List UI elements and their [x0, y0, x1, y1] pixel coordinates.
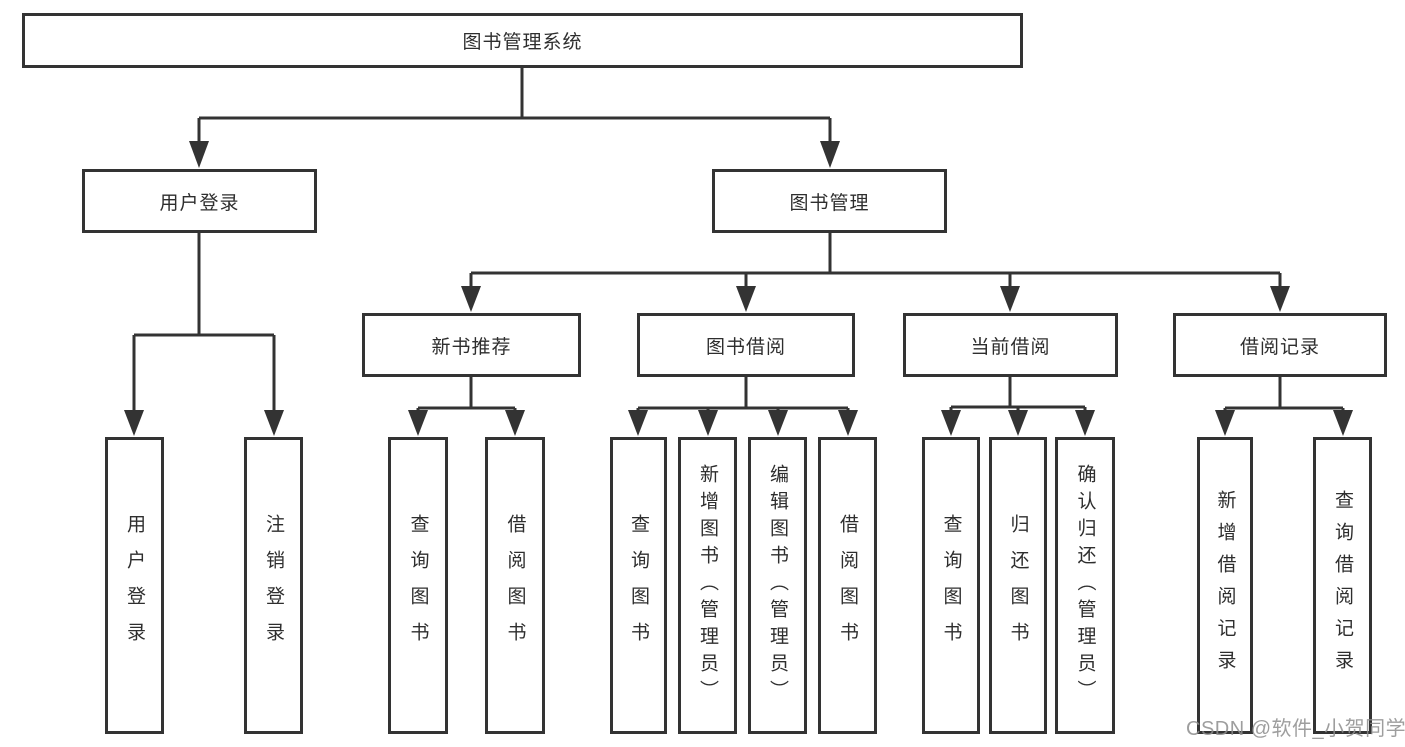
node-new-book-recommend: 新书推荐 — [362, 313, 581, 377]
leaf-add-borrow-record: 新增借阅记录 — [1197, 437, 1253, 734]
leaf-borrow-books: 借阅图书 — [818, 437, 877, 734]
node-book-borrow-label: 图书借阅 — [705, 336, 786, 358]
leaf-user-login: 用户登录 — [105, 437, 164, 734]
leaf-query-books-recommend: 查询图书 — [388, 437, 448, 734]
leaf-return-books: 归还图书 — [989, 437, 1047, 734]
leaf-user-login-label: 用户登录 — [124, 513, 145, 658]
leaf-borrow-books-recommend-label: 借阅图书 — [504, 513, 526, 658]
node-book-borrow: 图书借阅 — [637, 313, 855, 377]
node-user-login: 用户登录 — [82, 169, 317, 233]
connector-borrow-record-children — [1223, 377, 1345, 414]
node-user-login-label: 用户登录 — [159, 192, 240, 214]
connector-user-login-children — [132, 233, 276, 414]
node-borrow-records: 借阅记录 — [1173, 313, 1387, 377]
node-borrow-records-label: 借阅记录 — [1239, 336, 1320, 358]
leaf-confirm-return-admin: 确认归还（管理员） — [1055, 437, 1115, 734]
node-current-borrow-label: 当前借阅 — [970, 336, 1051, 358]
leaf-borrow-books-recommend: 借阅图书 — [485, 437, 545, 734]
leaf-confirm-return-admin-label: 确认归还（管理员） — [1074, 464, 1096, 707]
leaf-query-books-current-label: 查询图书 — [940, 513, 962, 658]
connector-root-to-level2 — [197, 68, 832, 146]
leaf-query-books-current: 查询图书 — [922, 437, 980, 734]
leaf-borrow-books-label: 借阅图书 — [837, 513, 858, 658]
leaf-logout: 注销登录 — [244, 437, 303, 734]
leaf-query-books-recommend-label: 查询图书 — [407, 513, 429, 658]
leaf-add-borrow-record-label: 新增借阅记录 — [1214, 489, 1236, 682]
node-current-borrow: 当前借阅 — [903, 313, 1118, 377]
leaf-add-book-admin-label: 新增图书（管理员） — [697, 464, 718, 707]
leaf-query-borrow-record: 查询借阅记录 — [1313, 437, 1372, 734]
connector-new-book-children — [416, 377, 517, 414]
node-root: 图书管理系统 — [22, 13, 1023, 68]
node-book-management-label: 图书管理 — [789, 192, 870, 214]
connector-current-borrow-children — [949, 377, 1087, 414]
leaf-add-book-admin: 新增图书（管理员） — [678, 437, 737, 734]
leaf-query-books-borrow-label: 查询图书 — [628, 513, 649, 658]
node-root-label: 图书管理系统 — [462, 32, 583, 53]
node-new-book-recommend-label: 新书推荐 — [431, 336, 512, 358]
watermark: CSDN @软件_小贺同学 — [1186, 718, 1405, 740]
leaf-return-books-label: 归还图书 — [1007, 513, 1029, 658]
connector-book-mgmt-to-level3 — [469, 233, 1282, 291]
leaf-edit-book-admin: 编辑图书（管理员） — [748, 437, 807, 734]
leaf-logout-label: 注销登录 — [263, 513, 284, 658]
leaf-query-borrow-record-label: 查询借阅记录 — [1332, 489, 1353, 682]
node-book-management: 图书管理 — [712, 169, 947, 233]
leaf-edit-book-admin-label: 编辑图书（管理员） — [767, 464, 788, 707]
connector-book-borrow-children — [636, 377, 850, 414]
arrowheads — [124, 141, 1353, 436]
leaf-query-books-borrow: 查询图书 — [610, 437, 667, 734]
